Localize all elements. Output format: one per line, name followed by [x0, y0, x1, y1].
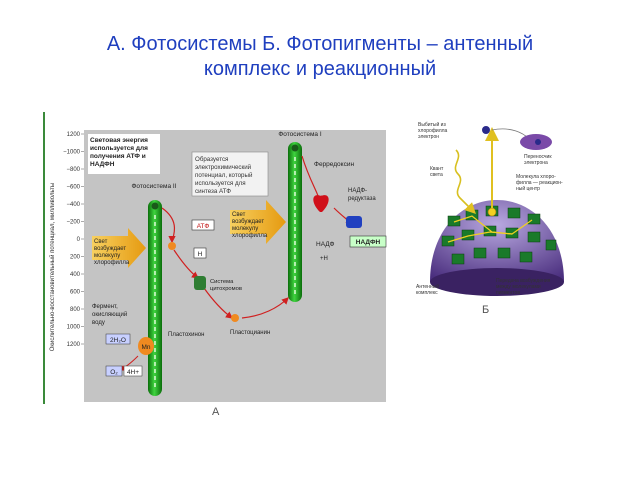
y-tick-label: 0: [77, 237, 81, 243]
y-axis-label: Окислительно-восстановительный потенциал…: [49, 183, 56, 351]
light-energy-note: Световая энергия используется для получе…: [90, 137, 150, 168]
light-excites-ps1: Свет возбуждает молекулу хлорофилла: [232, 212, 268, 239]
y-axis-ticks: 1200 −1000 −800 −600 −400 −200 0 200 400 600 800 10…: [63, 132, 84, 348]
nadph-box: [349, 235, 387, 248]
nadp-h-plus-label: +Н: [320, 256, 328, 262]
y-tick-label: 1200: [67, 342, 81, 348]
y-tick-label: −200: [66, 220, 80, 226]
nadp-reductase-label: НАДФ- редуктаза: [348, 188, 376, 202]
reaction-center-label: Молекула хлоро- филла — реакцион- ный це…: [516, 174, 564, 192]
electrochemical-note-box: [191, 151, 269, 197]
electron-carrier-label: Переносчик электрона: [524, 154, 553, 166]
oxygen-box: [105, 365, 123, 377]
light-arrow-photosystem-2: [92, 228, 146, 268]
slide-title: А. Фотосистемы Б. Фотопигменты – антенны…: [20, 32, 620, 82]
y-tick-label: −800: [66, 167, 80, 173]
figure-b-caption: Б: [482, 304, 490, 316]
y-tick-label: 800: [70, 307, 81, 313]
mn-label: Mn: [141, 344, 150, 351]
water-enzyme-label: Фермент, окисляющий воду: [92, 304, 129, 326]
y-tick-label: 1000: [67, 325, 81, 331]
energy-transfer-label: Передача возбуждения между молекулами пи…: [496, 278, 552, 296]
light-quantum-wave: [454, 149, 476, 214]
slide-title-line-2: комплекс и реакционный: [203, 58, 437, 80]
nadp-reductase-enzyme: [346, 216, 362, 228]
y-tick-label: −1000: [63, 150, 81, 156]
ejected-electron: [482, 126, 490, 134]
light-quantum-label: Квант света: [430, 166, 445, 178]
h-plus-box: [193, 247, 207, 259]
light-energy-note-box: [88, 134, 160, 174]
y-tick-label: 400: [70, 272, 81, 278]
y-tick-label: 600: [70, 290, 81, 296]
light-excites-ps2: Свет возбуждает молекулу хлорофилла: [94, 239, 130, 266]
nadp-label: НАДФ: [316, 241, 335, 248]
photosystem-2-label: Фотосистема II: [131, 183, 176, 190]
antenna-complex-label: Антенный комплекс: [416, 283, 440, 296]
plastocyanin-label: Пластоцианин: [230, 330, 270, 336]
ferredoxin-label: Ферредоксин: [314, 161, 354, 168]
cytochrome-complex: [194, 276, 206, 290]
h-plus-label: Н: [198, 251, 203, 258]
antenna-complex-diagram: Выбитый из хлорофилла электрон Переносчи…: [412, 112, 582, 322]
nadph-label: НАДФН: [356, 239, 381, 246]
y-tick-label: −400: [66, 202, 80, 208]
y-tick-label: −600: [66, 185, 80, 191]
light-arrow-photosystem-1: [230, 200, 286, 244]
water-label: 2Н₂О: [110, 337, 126, 344]
slide-title-line-1: А. Фотосистемы Б. Фотопигменты – антенны…: [106, 33, 534, 55]
photosystem-1-label: Фотосистема I: [278, 131, 321, 138]
knocked-electron-label: Выбитый из хлорофилла электрон: [418, 121, 449, 140]
electrochemical-note: Образуется электрохимический потенциал, …: [195, 156, 254, 195]
figure-a-caption: А: [212, 406, 220, 418]
figure-a-photosystems: Окислительно-восстановительный потенциал…: [42, 112, 392, 404]
oxygen-label: O₂: [110, 369, 118, 376]
plastocyanin-node: [231, 314, 239, 322]
y-tick-label: 1200: [67, 132, 81, 138]
cytochrome-label: Система цитохромов: [210, 279, 242, 292]
proton-box: [123, 365, 143, 377]
plastoquinone-label: Пластохинон: [168, 332, 204, 338]
reaction-center: [487, 207, 497, 217]
proton-label: 4Н+: [127, 369, 139, 376]
photosystems-diagram: Окислительно-восстановительный потенциал…: [42, 112, 392, 404]
ferredoxin-heart: [313, 195, 329, 212]
figure-b-antenna-complex: Выбитый из хлорофилла электрон Переносчи…: [412, 112, 582, 322]
plastoquinone-node: [168, 242, 176, 250]
y-tick-label: 200: [70, 255, 81, 261]
manganese-cluster: [138, 337, 154, 355]
atp-label: АТФ: [197, 223, 210, 230]
water-box: [105, 333, 131, 345]
atp-box: [191, 219, 215, 231]
